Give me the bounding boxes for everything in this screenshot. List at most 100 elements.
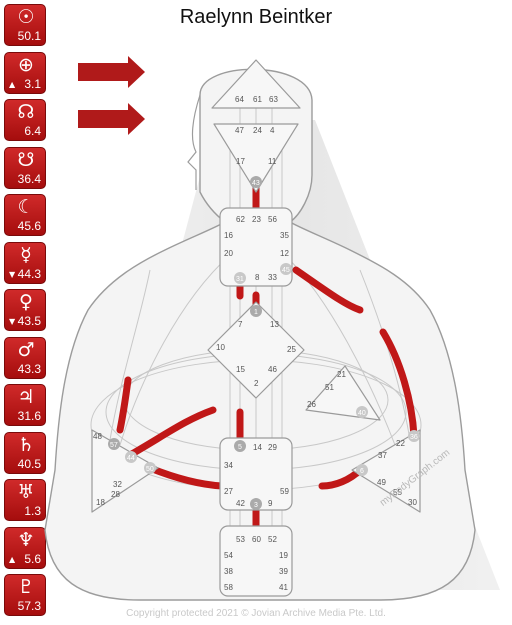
planet-arrow-icon: ▲ bbox=[9, 554, 16, 564]
gate-58: 58 bbox=[224, 583, 233, 592]
planet-value: 43.5 bbox=[17, 314, 41, 328]
neptune-icon: ♆ bbox=[17, 528, 35, 551]
gate-8: 8 bbox=[255, 273, 260, 282]
gate-24: 24 bbox=[253, 126, 262, 135]
arrow-right-icon bbox=[78, 103, 145, 135]
svg-text:6: 6 bbox=[360, 468, 364, 475]
gate-19: 19 bbox=[279, 551, 288, 560]
planet-value: 31.6 bbox=[17, 409, 41, 423]
gate-56: 56 bbox=[268, 215, 277, 224]
gate-57-active: 57 bbox=[108, 438, 120, 450]
gate-3-active: 3 bbox=[250, 498, 262, 510]
planet-value: 45.6 bbox=[17, 219, 41, 233]
gate-41: 41 bbox=[279, 583, 288, 592]
planet-tile-6[interactable]: ♀▼43.5 bbox=[4, 289, 46, 331]
planet-value: 43.3 bbox=[17, 361, 41, 376]
gate-35: 35 bbox=[280, 231, 289, 240]
svg-text:36: 36 bbox=[410, 434, 418, 441]
gate-33: 33 bbox=[268, 273, 277, 282]
svg-text:50: 50 bbox=[146, 466, 154, 473]
planet-tile-0[interactable]: ☉50.1 bbox=[4, 4, 46, 46]
g-center bbox=[207, 301, 305, 399]
gate-2: 2 bbox=[254, 379, 259, 388]
gate-32: 32 bbox=[113, 480, 122, 489]
gate-23: 23 bbox=[252, 215, 261, 224]
planet-tile-12[interactable]: ♇57.3 bbox=[4, 574, 46, 616]
gate-40-active: 40 bbox=[356, 406, 368, 418]
gate-14: 14 bbox=[253, 443, 262, 452]
svg-text:44: 44 bbox=[127, 455, 135, 462]
arrow-right-icon bbox=[78, 56, 145, 88]
gate-38: 38 bbox=[224, 567, 233, 576]
gate-46: 46 bbox=[268, 365, 277, 374]
saturn-icon: ♄ bbox=[17, 433, 35, 456]
gate-27: 27 bbox=[224, 487, 233, 496]
gate-9: 9 bbox=[268, 499, 273, 508]
svg-text:40: 40 bbox=[358, 410, 366, 417]
copyright-text: Copyright protected 2021 © Jovian Archiv… bbox=[126, 608, 386, 619]
gate-29: 29 bbox=[268, 443, 277, 452]
planet-tile-10[interactable]: ♅1.3 bbox=[4, 479, 46, 521]
planet-tile-9[interactable]: ♄40.5 bbox=[4, 431, 46, 474]
gate-28: 28 bbox=[111, 490, 120, 499]
planet-value: 40.5 bbox=[17, 456, 41, 471]
planet-value: 3.1 bbox=[24, 76, 41, 91]
moon-icon: ☾ bbox=[17, 196, 35, 218]
gate-44-active: 44 bbox=[125, 451, 137, 463]
jupiter-icon: ♃ bbox=[17, 386, 35, 408]
active-channels bbox=[116, 180, 418, 530]
gate-11: 11 bbox=[268, 157, 277, 166]
design-arrows bbox=[78, 56, 145, 135]
gate-42: 42 bbox=[236, 499, 245, 508]
gate-18: 18 bbox=[96, 498, 105, 507]
ajna-center bbox=[213, 123, 299, 193]
gate-48: 48 bbox=[93, 432, 102, 441]
planet-tile-1[interactable]: ⊕▲3.1 bbox=[4, 51, 46, 94]
gate-39: 39 bbox=[279, 567, 288, 576]
planet-value: 44.3 bbox=[17, 266, 41, 281]
gate-36-active: 36 bbox=[408, 430, 420, 442]
gate-1-active: 1 bbox=[250, 305, 262, 317]
gate-45-active: 45 bbox=[280, 263, 292, 275]
gate-4: 4 bbox=[270, 126, 275, 135]
planet-value: 5.6 bbox=[24, 551, 41, 566]
gate-63: 63 bbox=[269, 95, 278, 104]
gate-30: 30 bbox=[408, 498, 417, 507]
gate-13: 13 bbox=[270, 320, 279, 329]
planet-value: 6.4 bbox=[24, 124, 41, 138]
svg-text:43: 43 bbox=[252, 180, 260, 187]
gate-49: 49 bbox=[377, 478, 386, 487]
mercury-icon: ☿ bbox=[20, 243, 32, 266]
venus-icon: ♀ bbox=[19, 291, 33, 313]
gate-59: 59 bbox=[280, 487, 289, 496]
gate-7: 7 bbox=[238, 320, 243, 329]
planet-tile-5[interactable]: ☿▼44.3 bbox=[4, 241, 46, 284]
planet-value: 50.1 bbox=[17, 29, 41, 43]
gate-20: 20 bbox=[224, 249, 233, 258]
planet-arrow-icon: ▲ bbox=[9, 79, 16, 89]
svg-text:31: 31 bbox=[236, 276, 244, 283]
face-profile bbox=[187, 94, 201, 190]
planet-value: 1.3 bbox=[24, 504, 41, 518]
gate-26: 26 bbox=[307, 400, 316, 409]
uranus-icon: ♅ bbox=[17, 481, 35, 503]
gate-21: 21 bbox=[337, 370, 346, 379]
gate-10: 10 bbox=[216, 343, 225, 352]
planet-tile-11[interactable]: ♆▲ 5.6 bbox=[4, 526, 46, 569]
centers bbox=[91, 59, 421, 597]
planet-tile-4[interactable]: ☾45.6 bbox=[4, 194, 46, 236]
planet-tile-2[interactable]: ☊6.4 bbox=[4, 99, 46, 141]
planet-tile-7[interactable]: ♂43.3 bbox=[4, 336, 46, 379]
chart-title: Raelynn Beintker bbox=[179, 6, 333, 28]
planet-tile-8[interactable]: ♃31.6 bbox=[4, 384, 46, 426]
gate-53: 53 bbox=[236, 535, 245, 544]
planet-value: 36.4 bbox=[17, 171, 41, 186]
svg-text:45: 45 bbox=[282, 267, 290, 274]
gate-17: 17 bbox=[236, 157, 245, 166]
gate-6-active: 6 bbox=[356, 464, 368, 476]
gate-22: 22 bbox=[396, 439, 405, 448]
spleen-center bbox=[91, 429, 159, 513]
planet-tile-3[interactable]: ☋36.4 bbox=[4, 146, 46, 189]
svg-text:57: 57 bbox=[110, 442, 118, 449]
